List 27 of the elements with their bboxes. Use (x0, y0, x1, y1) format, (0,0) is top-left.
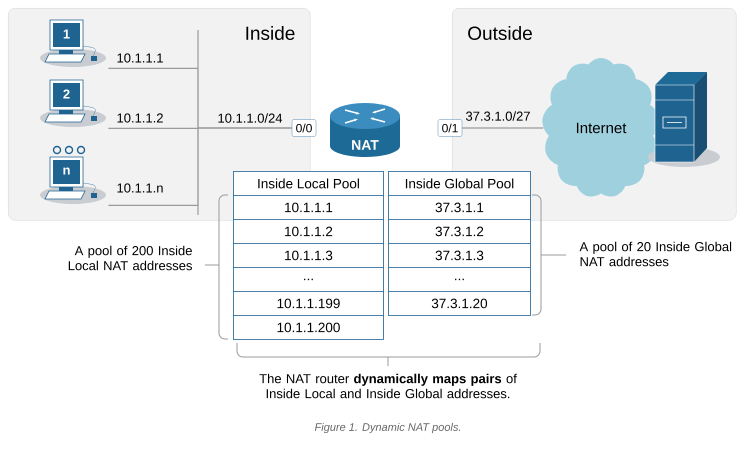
edge-label: 10.1.1.2 (118, 113, 163, 123)
server-icon (648, 72, 720, 167)
table-cell: ... (388, 267, 531, 292)
table-cell: 10.1.1.3 (233, 243, 384, 268)
table-cell: 10.1.1.1 (233, 195, 384, 220)
caption: Figure 1. Dynamic NAT pools. (314, 422, 460, 434)
port-box: 0/0 (292, 119, 316, 137)
table-cell: 10.1.1.2 (233, 219, 384, 244)
edge-label: 10.1.1.n (118, 183, 163, 193)
table-cell: 10.1.1.199 (233, 291, 384, 316)
bracket-note: A pool of 200 Inside Local NAT addresses (68, 246, 192, 270)
bracket-note: A pool of 20 Inside Global NAT addresses (580, 242, 732, 266)
port-box: 0/1 (438, 119, 462, 137)
table-cell: ... (233, 267, 384, 292)
table-cell: 37.3.1.20 (388, 291, 531, 316)
network-label: 10.1.1.0/24 (218, 113, 282, 123)
table-cell: 37.3.1.1 (388, 195, 531, 220)
table-cell: 10.1.1.200 (233, 315, 384, 340)
table-cell: 37.3.1.3 (388, 243, 531, 268)
bracket-note: The NAT router dynamically maps pairs of Inside Local and Inside Global addresses. (259, 374, 517, 398)
table-header: Inside Local Pool (233, 171, 384, 196)
table-header: Inside Global Pool (388, 171, 531, 196)
edge-label: 10.1.1.1 (118, 53, 163, 63)
connector-line (108, 127, 292, 206)
connector-line (462, 127, 544, 129)
table-cell: 37.3.1.2 (388, 219, 531, 244)
edge-label: 37.3.1.0/27 (466, 111, 530, 121)
